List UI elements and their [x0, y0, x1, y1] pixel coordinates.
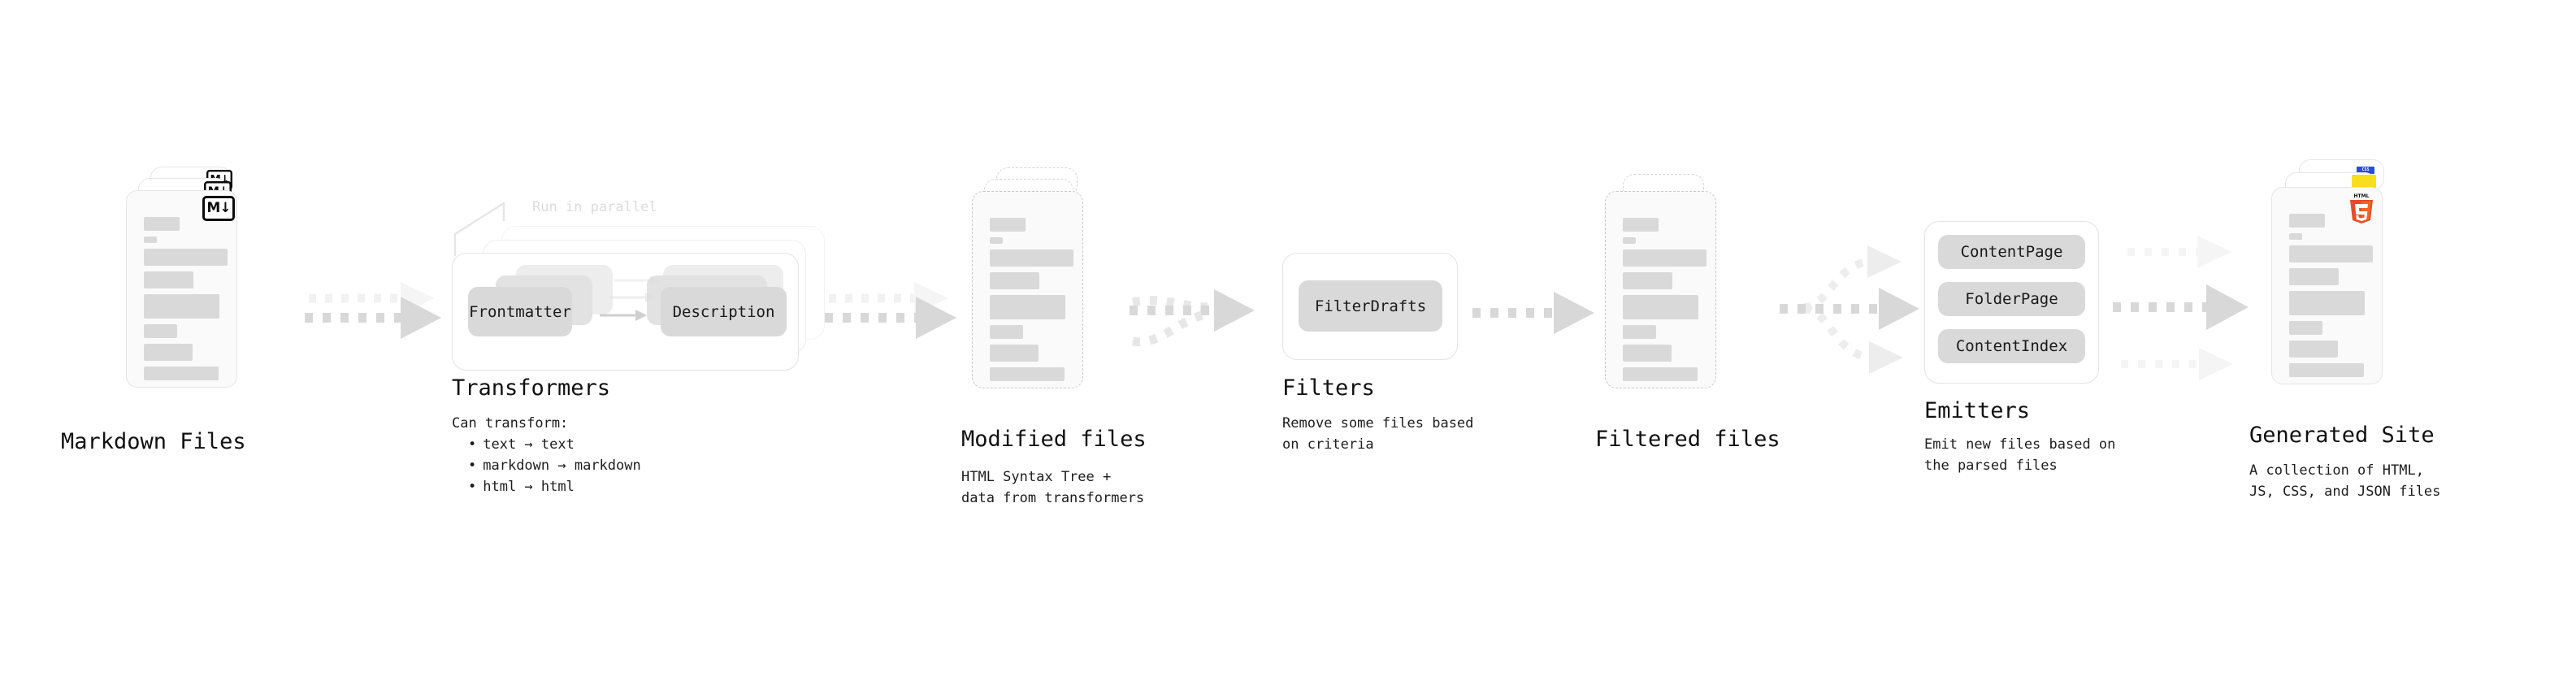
emitter-chip-folderpage[interactable]: FolderPage: [1938, 282, 2085, 316]
transformer-chip-frontmatter[interactable]: Frontmatter: [468, 287, 572, 336]
css-icon: CSS: [2357, 167, 2374, 174]
filter-chip-filterdrafts[interactable]: FilterDrafts: [1299, 280, 1442, 332]
transformer-chip-description[interactable]: Description: [661, 287, 787, 336]
markdown-icon: M↓: [202, 196, 235, 221]
markdown-file-content: [144, 217, 228, 386]
transformer-inner-arrows: [600, 275, 660, 321]
arrow-filtered-to-emitters: [1780, 245, 1919, 374]
emitters-description: Emit new files based on the parsed files: [1924, 436, 2116, 474]
arrow-transformers-to-modified: [825, 282, 956, 339]
arrow-modified-to-filters: [1130, 289, 1255, 347]
transform-rule-1: markdown → markdown: [468, 455, 640, 476]
arrow-filters-to-filtered: [1472, 292, 1594, 334]
modified-files-title: Modified files: [961, 427, 1147, 452]
filters-description: Remove some files based on criteria: [1282, 415, 1474, 453]
arrow-emitters-to-site: [2113, 236, 2249, 380]
html5-icon: HTML: [2350, 193, 2373, 223]
emitter-chip-contentpage[interactable]: ContentPage: [1938, 235, 2085, 269]
filtered-file-content: [1623, 218, 1706, 387]
filters-title: Filters: [1282, 375, 1375, 401]
generated-site-description: A collection of HTML, JS, CSS, and JSON …: [2249, 462, 2441, 500]
transformers-description-list: text → text markdown → markdown html → h…: [452, 434, 641, 497]
svg-text:HTML: HTML: [2354, 193, 2370, 199]
arrow-markdown-to-transformers: [305, 282, 441, 339]
modified-files-description: HTML Syntax Tree + data from transformer…: [961, 469, 1145, 506]
modified-file-content: [990, 218, 1073, 387]
transformers-description-heading: Can transform:: [452, 415, 569, 432]
transformers-title: Transformers: [452, 375, 611, 401]
transform-rule-0: text → text: [468, 434, 641, 455]
run-in-parallel-bracket: [453, 202, 505, 256]
run-in-parallel-label: Run in parallel: [532, 199, 657, 215]
css-icon-label: CSS: [2361, 167, 2370, 172]
markdown-files-title: Markdown Files: [61, 429, 246, 454]
emitters-title: Emitters: [1924, 398, 2031, 423]
generated-site-title: Generated Site: [2249, 423, 2435, 448]
generated-file-content: [2289, 214, 2373, 383]
transform-rule-2: html → html: [468, 476, 641, 497]
filtered-files-title: Filtered files: [1595, 427, 1780, 452]
emitter-chip-contentindex[interactable]: ContentIndex: [1938, 329, 2085, 363]
